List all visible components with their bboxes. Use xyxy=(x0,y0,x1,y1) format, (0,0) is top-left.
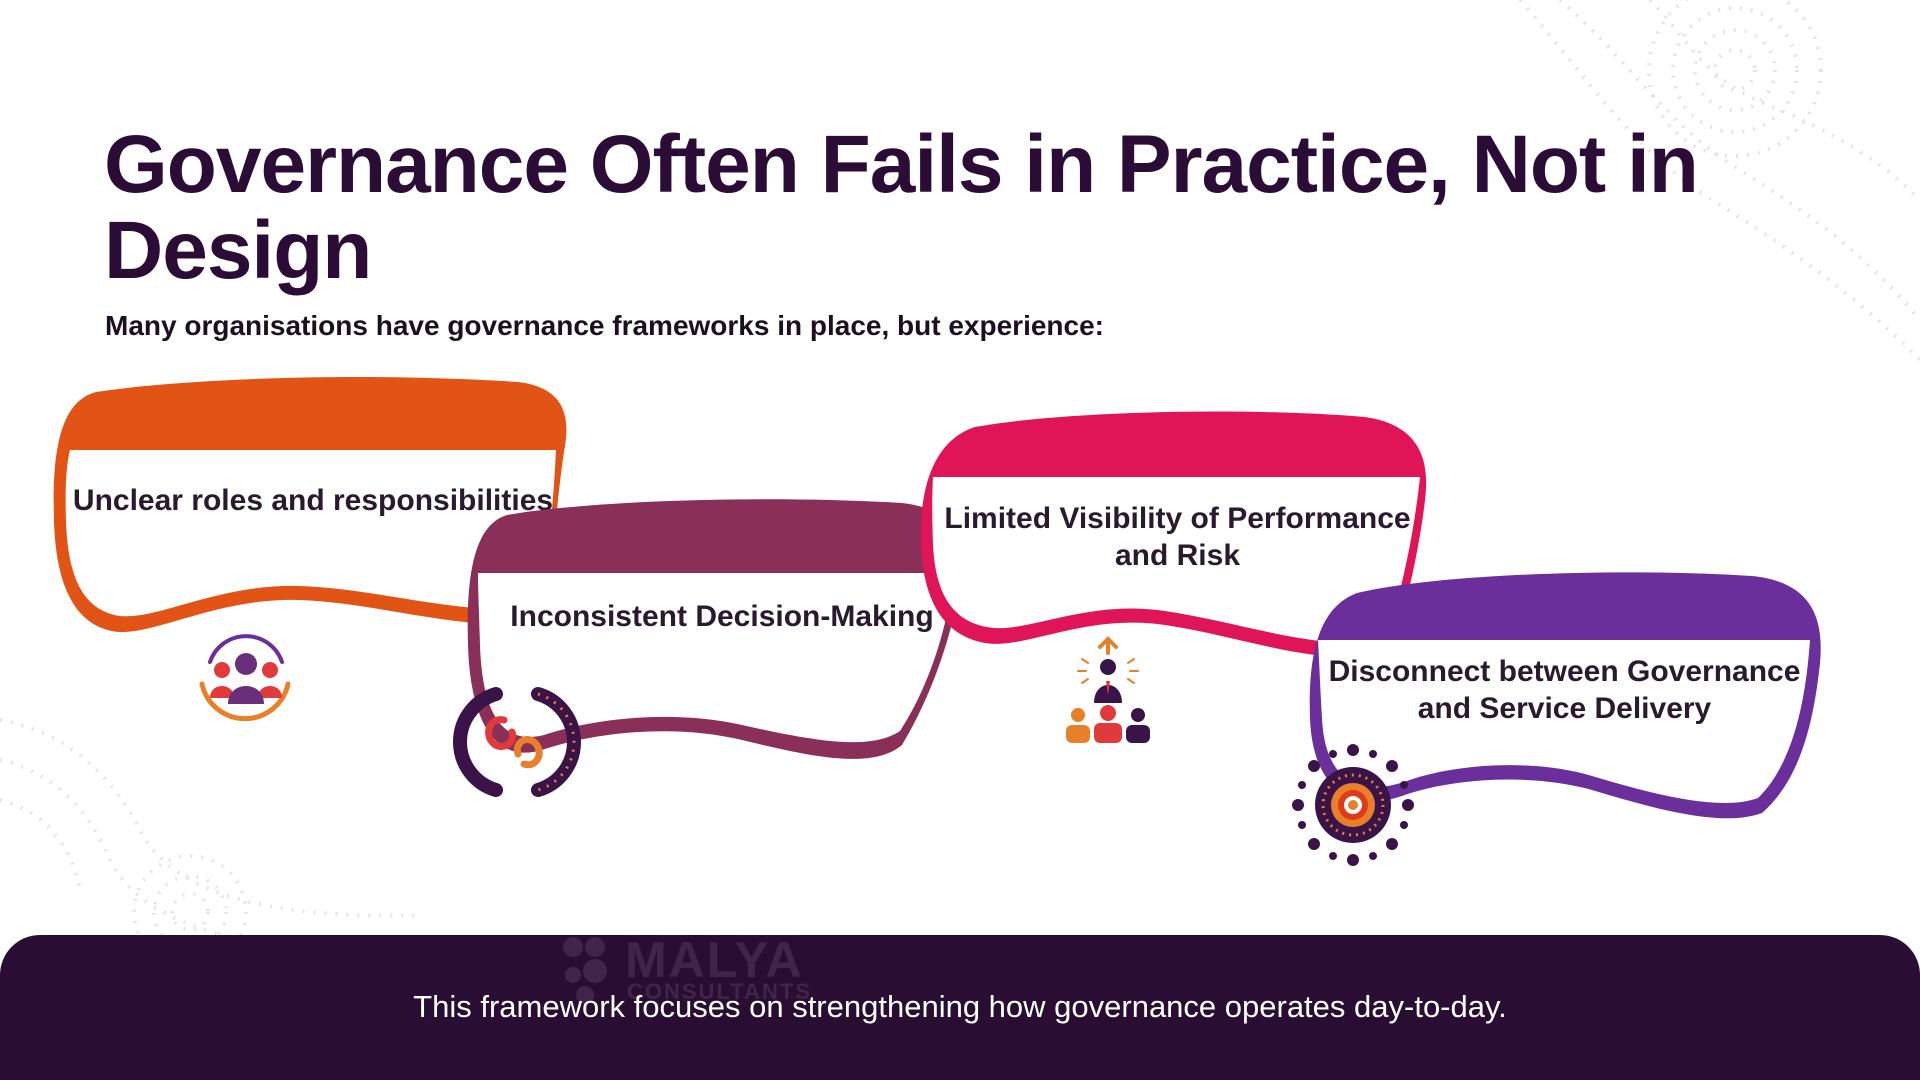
team-icon xyxy=(199,634,291,722)
card-shape xyxy=(53,377,567,633)
card-label: Disconnect between Governance and Servic… xyxy=(1328,655,1801,725)
slide-subtitle: Many organisations have governance frame… xyxy=(105,310,1105,341)
cycle-arrows-icon xyxy=(453,687,581,797)
card-shape xyxy=(467,499,962,759)
footer-banner: MALYA CONSULTANTS This framework focuses… xyxy=(0,935,1920,1080)
card-shape xyxy=(920,411,1427,658)
card-unclear-roles: Unclear roles and responsibilities xyxy=(48,372,578,652)
watermark-name: MALYA xyxy=(625,935,804,988)
decorative-dot-pattern-bottom xyxy=(0,718,420,960)
sun-dots-icon xyxy=(1292,744,1414,866)
watermark-logo-icon xyxy=(563,937,607,1004)
footer-text: This framework focuses on strengthening … xyxy=(413,989,1507,1024)
leader-icon xyxy=(1066,636,1150,743)
card-governance-disconnect: Disconnect between Governance and Servic… xyxy=(1302,568,1827,833)
slide-title: Governance Often Fails in Practice, Not … xyxy=(104,119,1699,296)
card-limited-visibility: Limited Visibility of Performance and Ri… xyxy=(915,405,1440,675)
card-label: Unclear roles and responsibilities xyxy=(72,484,554,517)
card-label: Limited Visibility of Performance and Ri… xyxy=(944,502,1411,572)
watermark-subtitle: CONSULTANTS xyxy=(627,979,812,1004)
card-label: Inconsistent Decision-Making xyxy=(510,600,934,633)
malya-consultants-watermark: MALYA CONSULTANTS xyxy=(555,935,875,1005)
card-inconsistent-decisions: Inconsistent Decision-Making xyxy=(462,495,982,775)
card-shape xyxy=(1309,572,1821,819)
decorative-dot-pattern xyxy=(1518,0,1920,362)
